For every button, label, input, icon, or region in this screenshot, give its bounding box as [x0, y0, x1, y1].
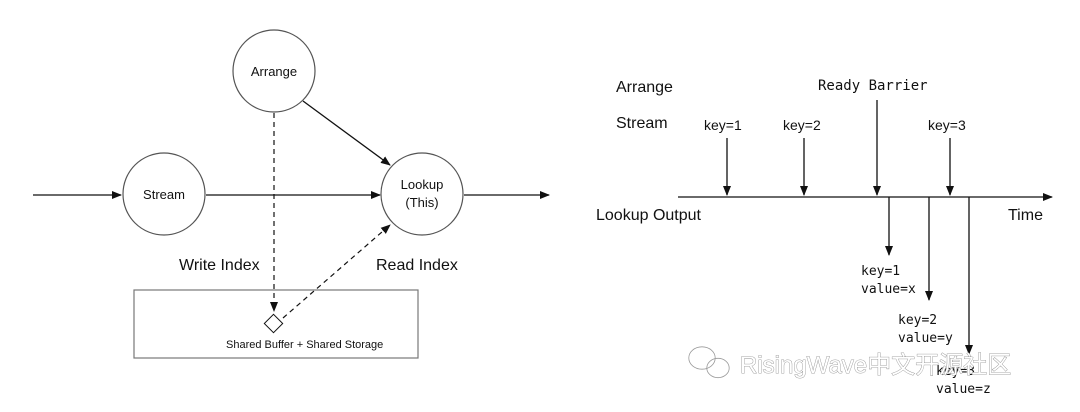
arrange-node-label: Arrange [251, 64, 297, 79]
stream-node [122, 152, 206, 236]
watermark-text: RisingWave中文开源社区 [740, 352, 1011, 379]
lookup-node-label: Lookup [401, 177, 444, 192]
stream-event-label: key=2 [783, 117, 821, 133]
output-value-label: value=z [936, 382, 991, 397]
read-index-label: Read Index [376, 257, 458, 274]
output-key-label: key=2 [898, 313, 937, 328]
time-axis-label: Time [1008, 207, 1043, 224]
storage-label: Shared Buffer + Shared Storage [226, 339, 383, 351]
stream-event-label: key=3 [928, 117, 966, 133]
arrange-node [232, 29, 316, 113]
arrange-row-label: Arrange [616, 79, 673, 96]
lookup-node [380, 152, 464, 236]
stream-event-label: key=1 [704, 117, 742, 133]
timeline-diagram: Arrange Stream Lookup Output Time Ready … [596, 78, 1053, 397]
output-value-label: value=x [861, 282, 916, 297]
read-index-edge [282, 224, 391, 319]
lookup-node-sublabel: (This) [405, 195, 438, 210]
ready-barrier-label: Ready Barrier [818, 78, 928, 94]
shared-storage-box [133, 289, 419, 359]
watermark: RisingWave中文开源社区 [688, 346, 1012, 379]
storage-diamond-icon [263, 313, 284, 334]
write-index-label: Write Index [179, 257, 260, 274]
output-key-label: key=1 [861, 264, 900, 279]
stream-node-label: Stream [143, 187, 185, 202]
lookup-output-row-label: Lookup Output [596, 207, 702, 224]
arrange-to-lookup-edge [302, 100, 391, 166]
output-value-label: value=y [898, 331, 953, 346]
dataflow-diagram: Arrange Stream Lookup (This) Write Index… [33, 29, 550, 359]
stream-row-label: Stream [616, 115, 668, 132]
wechat-icon-outline [688, 346, 730, 379]
output-key-label: key=3 [936, 364, 975, 379]
